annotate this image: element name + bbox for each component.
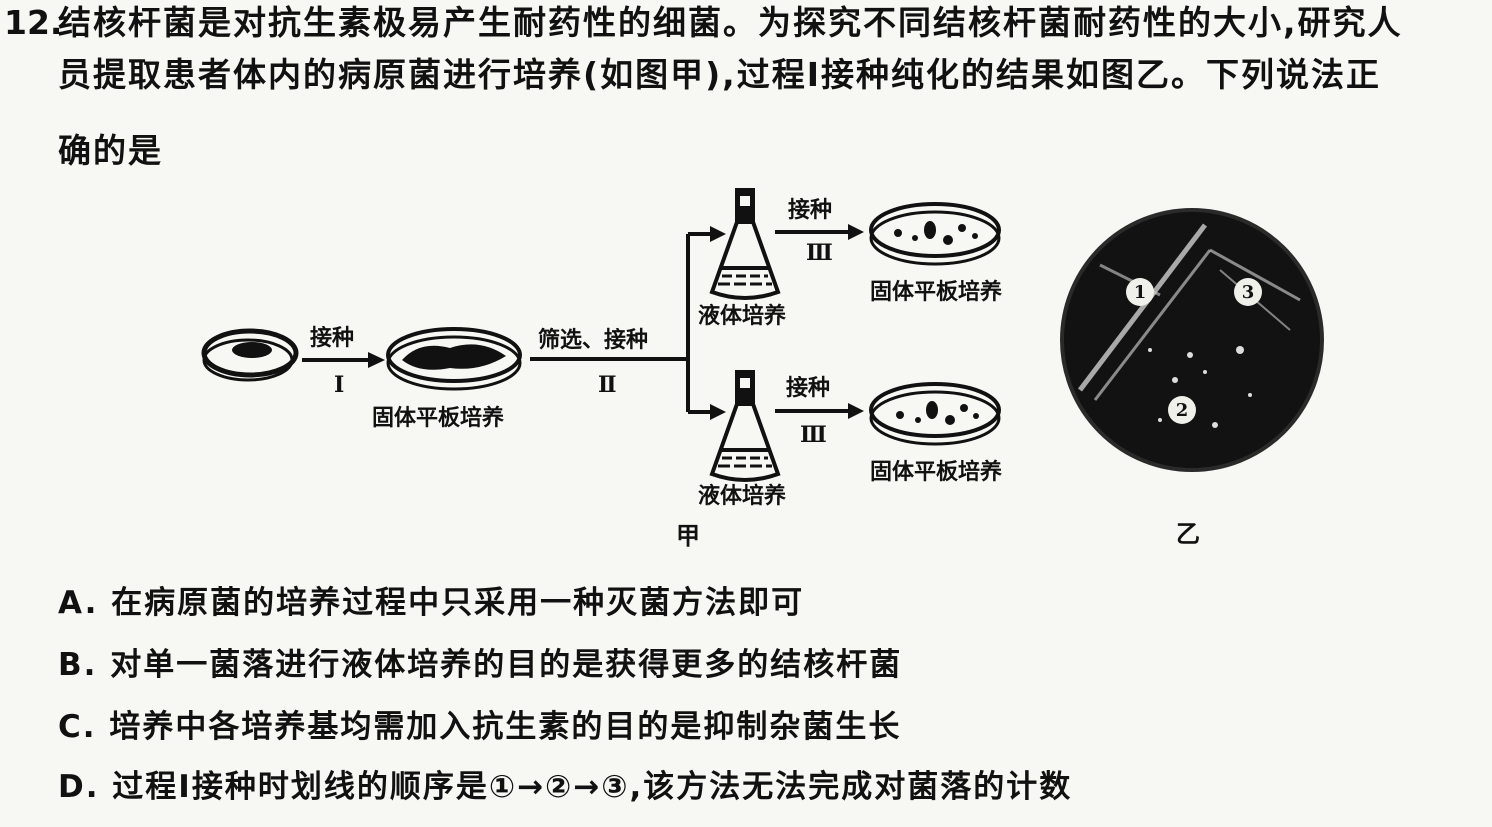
option-c: C. 培养中各培养基均需加入抗生素的目的是抑制杂菌生长 xyxy=(58,709,902,745)
plate-top-label: 固体平板培养 xyxy=(870,280,1003,305)
solid-plate-bottom-icon xyxy=(869,382,1001,446)
region-3-marker: 3 xyxy=(1234,278,1262,306)
region-1-marker: 1 xyxy=(1126,278,1154,306)
step-3-top-roman: Ⅲ xyxy=(806,240,833,266)
flask-bottom-icon xyxy=(709,370,781,482)
question-line-3: 确的是 xyxy=(58,131,163,170)
option-a: A. 在病原菌的培养过程中只采用一种灭菌方法即可 xyxy=(58,585,805,621)
flask-top-icon xyxy=(709,188,781,300)
arrow-step-3-bottom-icon xyxy=(775,403,864,419)
step-2-roman: Ⅱ xyxy=(598,372,617,398)
plate-1-label: 固体平板培养 xyxy=(372,406,505,431)
step-3-bottom-roman: Ⅲ xyxy=(800,422,827,448)
figure-jia-caption: 甲 xyxy=(676,522,700,550)
question-line-2: 员提取患者体内的病原菌进行培养(如图甲),过程Ⅰ接种纯化的结果如图乙。下列说法正 xyxy=(58,55,1381,94)
streak-plate-photo xyxy=(1060,208,1324,472)
step-3-top-label: 接种 xyxy=(788,198,833,223)
figure-yi-caption: 乙 xyxy=(1176,520,1200,548)
step-1-label: 接种 xyxy=(310,326,355,351)
step-2-label: 筛选、接种 xyxy=(538,328,649,353)
option-d: D. 过程Ⅰ接种时划线的顺序是①→②→③,该方法无法完成对菌落的计数 xyxy=(58,769,1073,805)
flask-bottom-label: 液体培养 xyxy=(698,484,787,509)
plate-bottom-label: 固体平板培养 xyxy=(870,460,1003,485)
solid-plate-top-icon xyxy=(869,202,1001,266)
solid-plate-1-icon xyxy=(386,327,522,391)
source-dish-icon xyxy=(201,328,299,382)
question-line-1: 结核杆菌是对抗生素极易产生耐药性的细菌。为探究不同结核杆菌耐药性的大小,研究人 xyxy=(58,3,1403,42)
arrow-step-3-top-icon xyxy=(775,224,864,240)
step-3-bottom-label: 接种 xyxy=(786,376,831,401)
flask-top-label: 液体培养 xyxy=(698,304,787,329)
region-2-marker: 2 xyxy=(1168,396,1196,424)
option-b: B. 对单一菌落进行液体培养的目的是获得更多的结核杆菌 xyxy=(58,647,903,683)
question-number: 12. xyxy=(4,3,63,42)
step-1-roman: Ⅰ xyxy=(334,372,345,398)
arrow-step-2-icon xyxy=(530,226,726,420)
arrow-step-1-icon xyxy=(302,352,385,368)
